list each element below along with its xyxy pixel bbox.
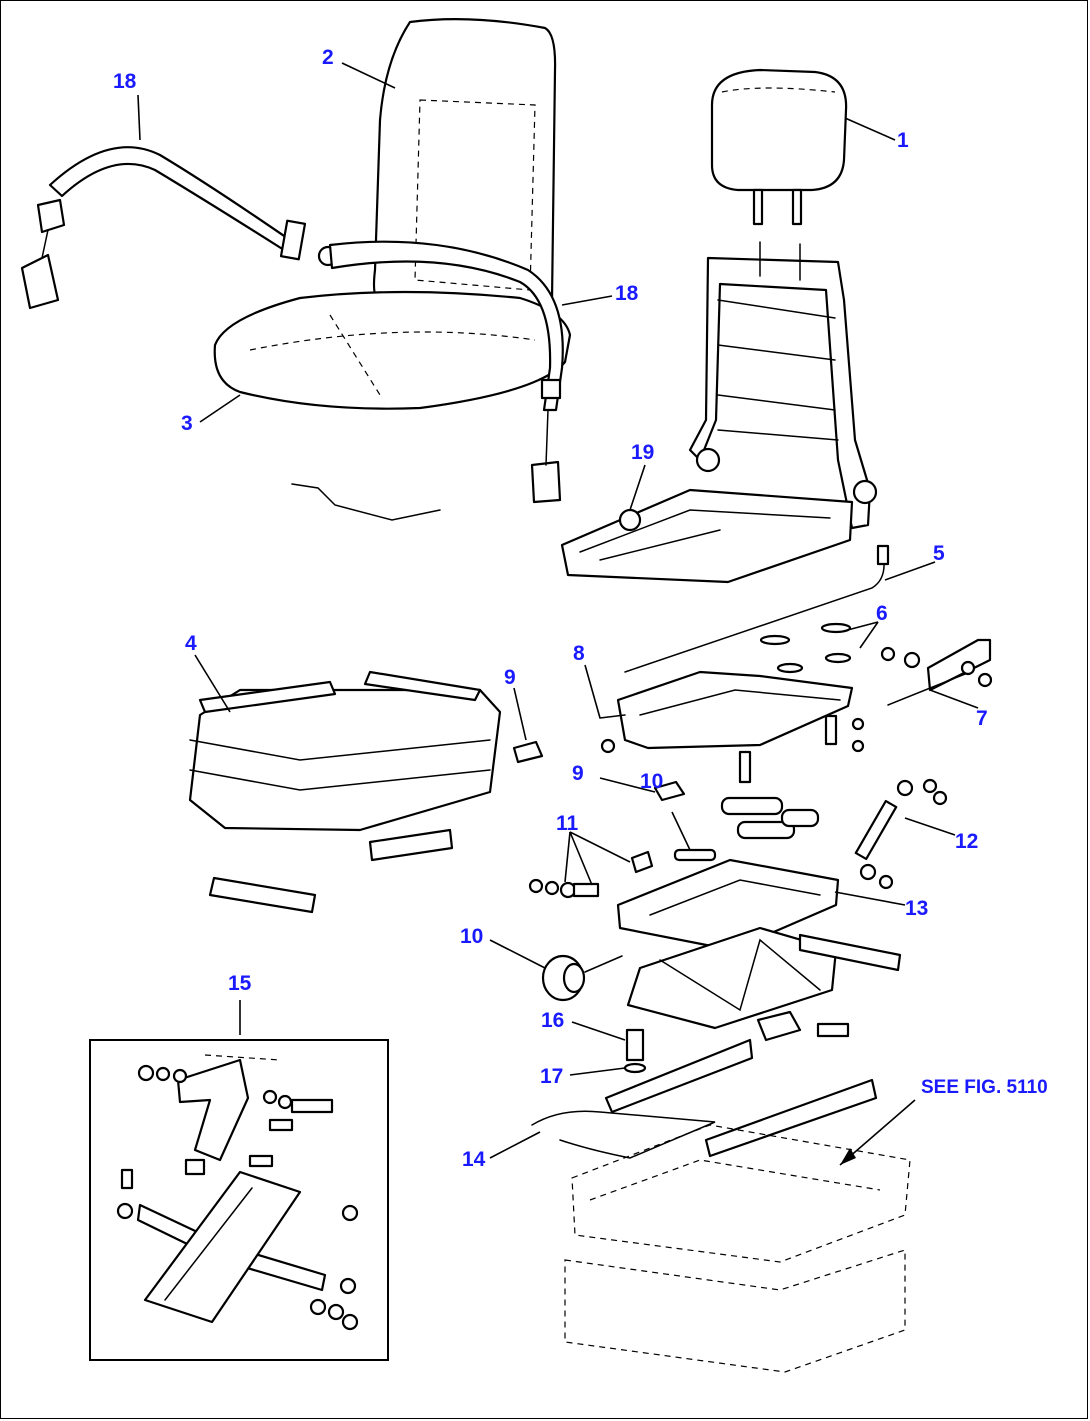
callout-13: 13 bbox=[905, 897, 928, 920]
seat-belt-right bbox=[317, 240, 564, 504]
suspension-assembly bbox=[616, 858, 902, 1030]
lever-bracket bbox=[880, 638, 993, 706]
spring-rod bbox=[531, 1110, 716, 1159]
rubber-pad-upper bbox=[512, 740, 544, 764]
seat-base bbox=[564, 1124, 911, 1373]
slide-rails bbox=[604, 1038, 878, 1158]
callout-19: 19 bbox=[631, 441, 654, 464]
leader-lines bbox=[137, 62, 979, 1166]
seat-pan-frame bbox=[560, 488, 854, 584]
springs bbox=[673, 796, 820, 862]
rubber-pad-lower bbox=[653, 780, 686, 802]
callout-15: 15 bbox=[228, 972, 252, 995]
callout-5: 5 bbox=[933, 542, 945, 565]
slide-rail-frame bbox=[599, 670, 865, 784]
callout-8: 8 bbox=[573, 642, 585, 665]
callout-7: 7 bbox=[976, 707, 988, 730]
callout-16: 16 bbox=[541, 1009, 564, 1032]
bolt-right bbox=[816, 1022, 850, 1038]
seat-pedestal bbox=[188, 670, 502, 914]
small-brackets bbox=[759, 622, 852, 674]
callout-9a: 9 bbox=[504, 666, 516, 689]
callout-2: 2 bbox=[322, 46, 334, 69]
see-fig-reference[interactable]: SEE FIG. 5110 bbox=[921, 1077, 1048, 1098]
seat-cushion bbox=[213, 290, 572, 410]
callout-9b: 9 bbox=[572, 762, 584, 785]
callout-1: 1 bbox=[897, 129, 909, 152]
callout-18a: 18 bbox=[113, 70, 137, 93]
callout-labels: 1 2 3 4 5 6 7 8 9 9 10 10 11 12 13 14 15… bbox=[113, 46, 1048, 1171]
callout-14: 14 bbox=[462, 1148, 486, 1171]
seat-belt-left bbox=[20, 146, 307, 310]
bolts bbox=[528, 850, 654, 899]
callout-6: 6 bbox=[876, 602, 888, 625]
inset-detail bbox=[89, 1039, 389, 1361]
callout-12: 12 bbox=[955, 830, 978, 853]
callout-3: 3 bbox=[181, 412, 193, 435]
callout-10b: 10 bbox=[460, 925, 483, 948]
bolt-washer bbox=[623, 1028, 647, 1074]
callout-4: 4 bbox=[185, 632, 197, 655]
callout-10a: 10 bbox=[640, 770, 663, 793]
adjust-knob bbox=[541, 954, 623, 1002]
callout-18b: 18 bbox=[615, 282, 639, 305]
callout-17: 17 bbox=[540, 1065, 563, 1088]
cushion-wire bbox=[291, 483, 441, 521]
damper bbox=[854, 778, 948, 890]
bracket-block bbox=[756, 1010, 802, 1042]
headrest bbox=[710, 68, 848, 226]
backrest-frame bbox=[688, 241, 878, 530]
adjust-cable bbox=[624, 544, 890, 673]
callout-11: 11 bbox=[556, 812, 579, 835]
